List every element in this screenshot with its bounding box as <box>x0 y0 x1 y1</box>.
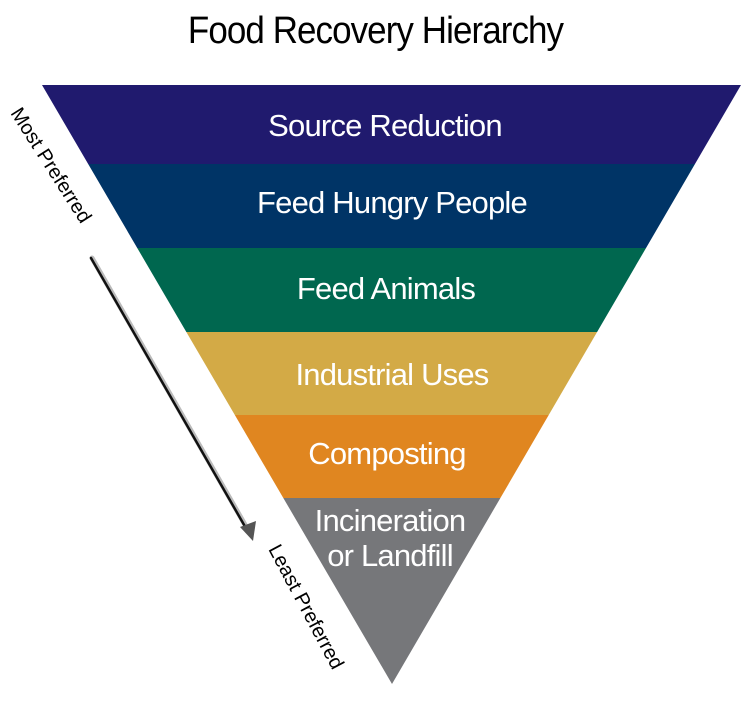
tier-label-industrial-uses: Industrial Uses <box>295 357 488 392</box>
tier-label-feed-hungry-people: Feed Hungry People <box>257 185 527 220</box>
tier-label-source-reduction: Source Reduction <box>268 108 502 143</box>
tier-band-1 <box>42 85 741 164</box>
tier-label-incineration-line1: Incineration <box>315 503 466 538</box>
diagram-title: Food Recovery Hierarchy <box>187 10 564 52</box>
arrow-head-icon <box>240 521 256 541</box>
tier-band-2 <box>42 164 741 248</box>
tier-label-incineration-line2: or Landfill <box>327 538 453 573</box>
tier-label-composting: Composting <box>308 436 465 471</box>
tier-label-feed-animals: Feed Animals <box>297 271 476 306</box>
preference-arrow <box>89 255 256 541</box>
